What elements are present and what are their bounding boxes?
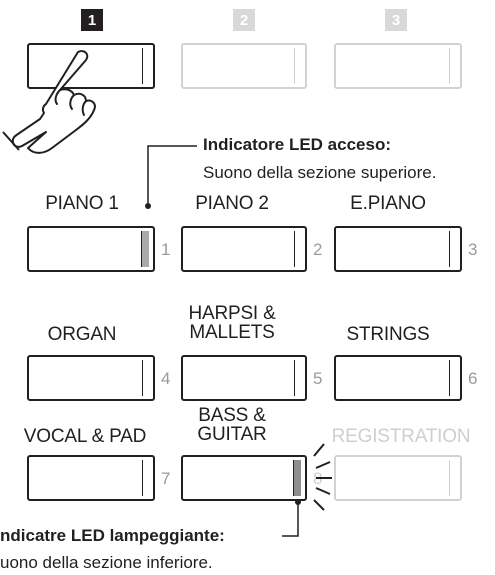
- vocalpad-label: VOCAL & PAD: [10, 428, 160, 446]
- piano2-label: PIANO 2: [172, 195, 292, 213]
- epiano-label: E.PIANO: [326, 195, 450, 213]
- led-blink-title: ndicatre LED lampeggiante:: [0, 526, 225, 546]
- strings-button[interactable]: [334, 355, 462, 401]
- organ-number: 4: [161, 369, 170, 389]
- organ-label: ORGAN: [22, 326, 142, 344]
- epiano-button[interactable]: [334, 226, 462, 272]
- harpsi-number: 5: [313, 369, 322, 389]
- piano2-led: [294, 231, 301, 267]
- piano1-button[interactable]: [27, 226, 155, 272]
- registration-label: REGISTRATION: [326, 428, 476, 446]
- led-blink-description: uono della sezione inferiore.: [0, 553, 213, 573]
- led-on-description: Suono della sezione superiore.: [203, 163, 436, 183]
- led-on-title: Indicatore LED acceso:: [203, 135, 391, 155]
- harpsi-label-line1: HARPSI &: [172, 305, 292, 323]
- piano2-number: 2: [313, 240, 322, 260]
- epiano-number: 3: [468, 240, 477, 260]
- vocalpad-number: 7: [161, 469, 170, 489]
- harpsi-button[interactable]: [181, 355, 307, 401]
- piano2-button[interactable]: [181, 226, 307, 272]
- vocalpad-button[interactable]: [27, 455, 155, 501]
- harpsi-label-line2: MALLETS: [172, 324, 292, 342]
- registration-led: [449, 460, 456, 496]
- bass-led: [293, 460, 301, 496]
- piano1-label: PIANO 1: [22, 195, 142, 213]
- strings-led: [449, 360, 456, 396]
- strings-number: 6: [468, 369, 477, 389]
- bass-label-line2: GUITAR: [172, 426, 292, 444]
- organ-led: [142, 360, 149, 396]
- organ-button[interactable]: [27, 355, 155, 401]
- bass-label-line1: BASS &: [172, 407, 292, 425]
- piano1-led: [141, 231, 149, 267]
- bass-button[interactable]: [181, 455, 307, 501]
- strings-label: STRINGS: [326, 326, 450, 344]
- piano1-number: 1: [161, 240, 170, 260]
- blink-rays-icon: [306, 442, 346, 512]
- registration-button[interactable]: [334, 455, 462, 501]
- harpsi-led: [294, 360, 301, 396]
- epiano-led: [449, 231, 456, 267]
- vocalpad-led: [142, 460, 149, 496]
